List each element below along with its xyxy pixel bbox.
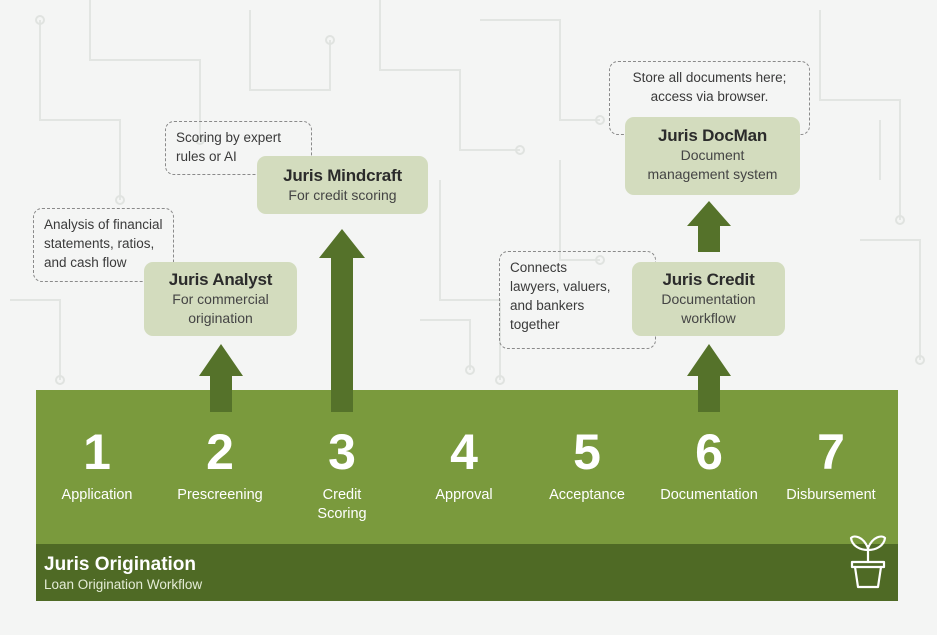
arrow-up-step-2 xyxy=(199,344,243,412)
step-number: 5 xyxy=(573,424,601,480)
step-label: Scoring xyxy=(317,506,367,522)
tool-subtitle: origination xyxy=(188,310,253,326)
step-label: Approval xyxy=(435,487,493,503)
arrow-up-credit-to-docman xyxy=(687,201,731,252)
step-label: Application xyxy=(61,487,133,503)
tool-subtitle: Documentation xyxy=(661,291,756,307)
tool-subtitle: Document xyxy=(680,147,745,163)
note-analyst: Analysis of financial statements, ratios… xyxy=(33,208,174,282)
tool-subtitle: management system xyxy=(647,166,778,182)
step-label: Documentation xyxy=(660,487,758,503)
step-label: Credit xyxy=(322,487,362,503)
footer-subtitle: Loan Origination Workflow xyxy=(44,577,203,592)
step-number: 4 xyxy=(450,424,478,480)
workflow-band xyxy=(36,390,898,544)
step-2: 2 Prescreening xyxy=(158,422,282,505)
step-1: 1 Application xyxy=(35,422,159,505)
step-number: 6 xyxy=(695,424,723,480)
note-mindcraft: Scoring by expert rules or AI xyxy=(165,121,312,175)
tool-subtitle: workflow xyxy=(681,310,736,326)
step-number: 7 xyxy=(817,424,845,480)
tool-title: Juris Analyst xyxy=(168,270,273,289)
plant-pot-icon xyxy=(849,535,887,589)
step-number: 1 xyxy=(83,424,111,480)
step-7: 7 Disbursement xyxy=(769,422,893,505)
tool-subtitle: For commercial xyxy=(172,291,269,307)
tool-juris-credit: Juris Credit Documentation workflow xyxy=(632,262,785,336)
tool-title: Juris Credit xyxy=(662,270,755,289)
step-label: Acceptance xyxy=(549,487,625,503)
footer-bar: Juris Origination Loan Origination Workf… xyxy=(36,544,898,601)
tool-juris-mindcraft: Juris Mindcraft For credit scoring xyxy=(257,156,428,214)
step-6: 6 Documentation xyxy=(647,422,771,505)
note-credit: Connects lawyers, valuers, and bankers t… xyxy=(499,251,656,349)
step-label: Prescreening xyxy=(177,487,263,503)
arrow-up-step-3 xyxy=(319,229,365,412)
step-label: Disbursement xyxy=(786,487,876,503)
step-number: 3 xyxy=(328,424,356,480)
step-4: 4 Approval xyxy=(402,422,526,505)
step-5: 5 Acceptance xyxy=(525,422,649,505)
tool-title: Juris DocMan xyxy=(657,126,768,145)
tool-juris-docman: Juris DocMan Document management system xyxy=(625,117,800,195)
tool-subtitle: For credit scoring xyxy=(288,187,397,203)
tool-title: Juris Mindcraft xyxy=(283,166,402,185)
arrow-up-step-6 xyxy=(687,344,731,412)
tool-juris-analyst: Juris Analyst For commercial origination xyxy=(144,262,297,336)
step-number: 2 xyxy=(206,424,234,480)
step-3: 3 Credit Scoring xyxy=(280,422,404,524)
footer-title: Juris Origination xyxy=(44,554,197,575)
